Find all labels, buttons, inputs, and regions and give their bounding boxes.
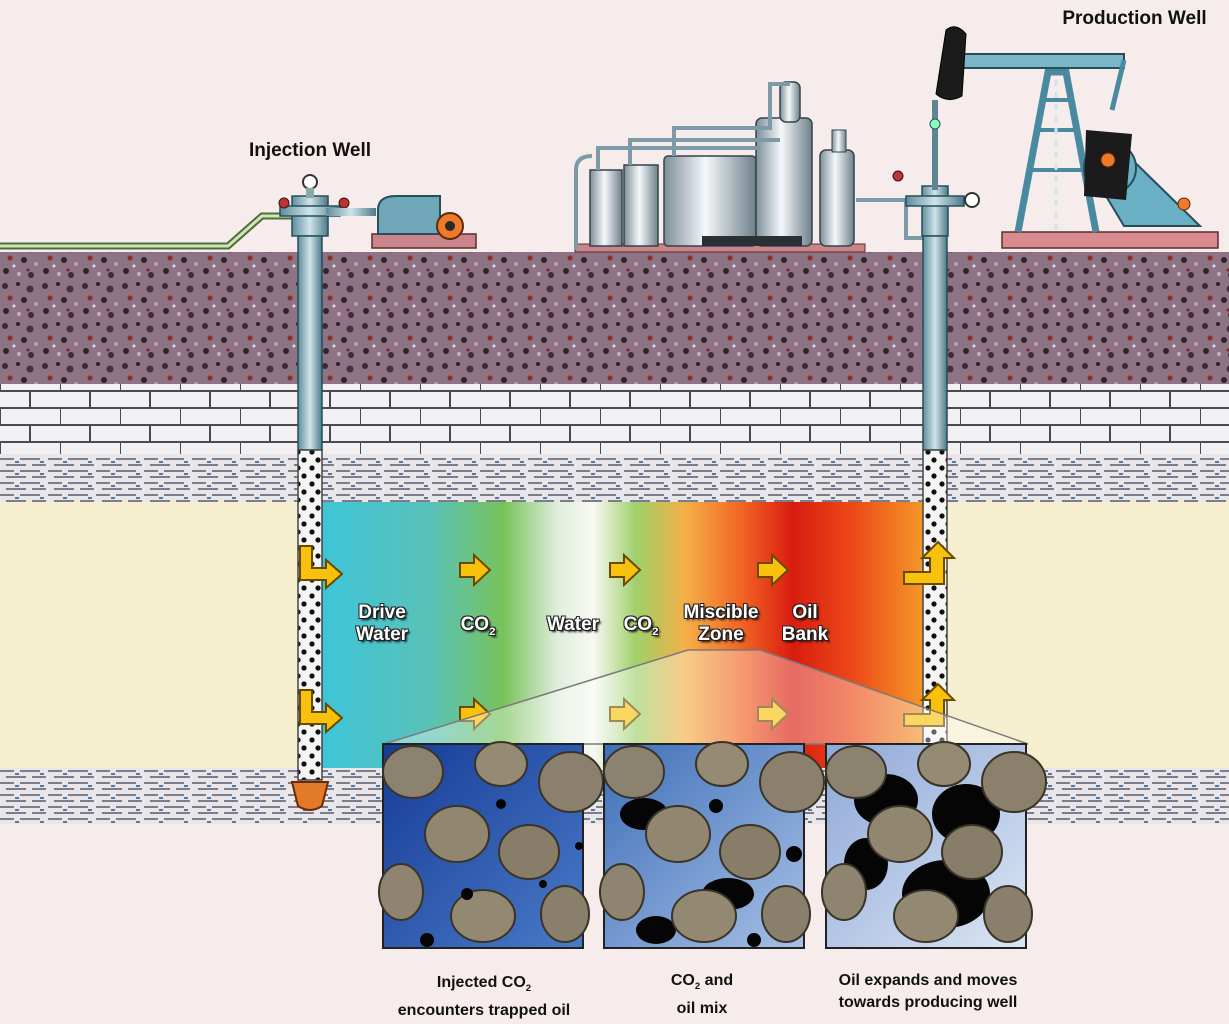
magnifier-callout: [383, 649, 1029, 745]
injection-wellbore-bottom: [290, 781, 330, 811]
limestone-layer: [0, 384, 1229, 454]
zone-drive-water-line2: Water: [355, 624, 409, 645]
zone-miscible: Miscible Zone: [666, 602, 776, 646]
production-well-label: Production Well: [1062, 8, 1207, 29]
caption-panel-3: Oil expands and moves towards producing …: [808, 970, 1048, 1014]
production-casing: [922, 235, 948, 451]
pore-panel-3: [821, 741, 1047, 949]
injection-well-label: Injection Well: [248, 140, 372, 161]
caption-panel-1-line1: Injected CO2: [436, 974, 532, 995]
zone-co2-1: CO2: [460, 614, 496, 638]
injection-casing: [297, 235, 323, 451]
caption-panel-2-line2: oil mix: [676, 1000, 728, 1018]
zone-co2-2: CO2: [623, 614, 659, 638]
pore-panel-2: [599, 741, 825, 949]
zone-drive-water: Drive Water: [330, 602, 434, 646]
caption-panel-1: Injected CO2 encounters trapped oil: [364, 972, 604, 1022]
zone-oil-bank: Oil Bank: [762, 602, 848, 646]
injection-perforations: [297, 449, 323, 781]
caption-panel-2-line1: CO2 and: [670, 972, 734, 993]
gravel-layer: [0, 252, 1229, 384]
caption-panel-3-line2: towards producing well: [838, 994, 1018, 1011]
caption-panel-2: CO2 and oil mix: [612, 970, 792, 1020]
compressor: [371, 195, 477, 249]
shale-cap-layer: [0, 454, 1229, 502]
caption-panel-1-line2: encounters trapped oil: [397, 1002, 571, 1020]
zone-miscible-line2: Zone: [698, 624, 744, 645]
pore-panel-1: [378, 741, 604, 949]
zone-water: Water: [546, 614, 600, 635]
zone-oil-bank-line2: Bank: [781, 624, 829, 645]
processing-facility: [574, 81, 924, 253]
pump-jack: [935, 26, 1219, 249]
zone-oil-bank-line1: Oil: [792, 602, 818, 623]
zone-drive-water-line1: Drive: [358, 602, 406, 623]
caption-panel-3-line1: Oil expands and moves: [838, 972, 1018, 989]
zone-miscible-line1: Miscible: [683, 602, 759, 623]
